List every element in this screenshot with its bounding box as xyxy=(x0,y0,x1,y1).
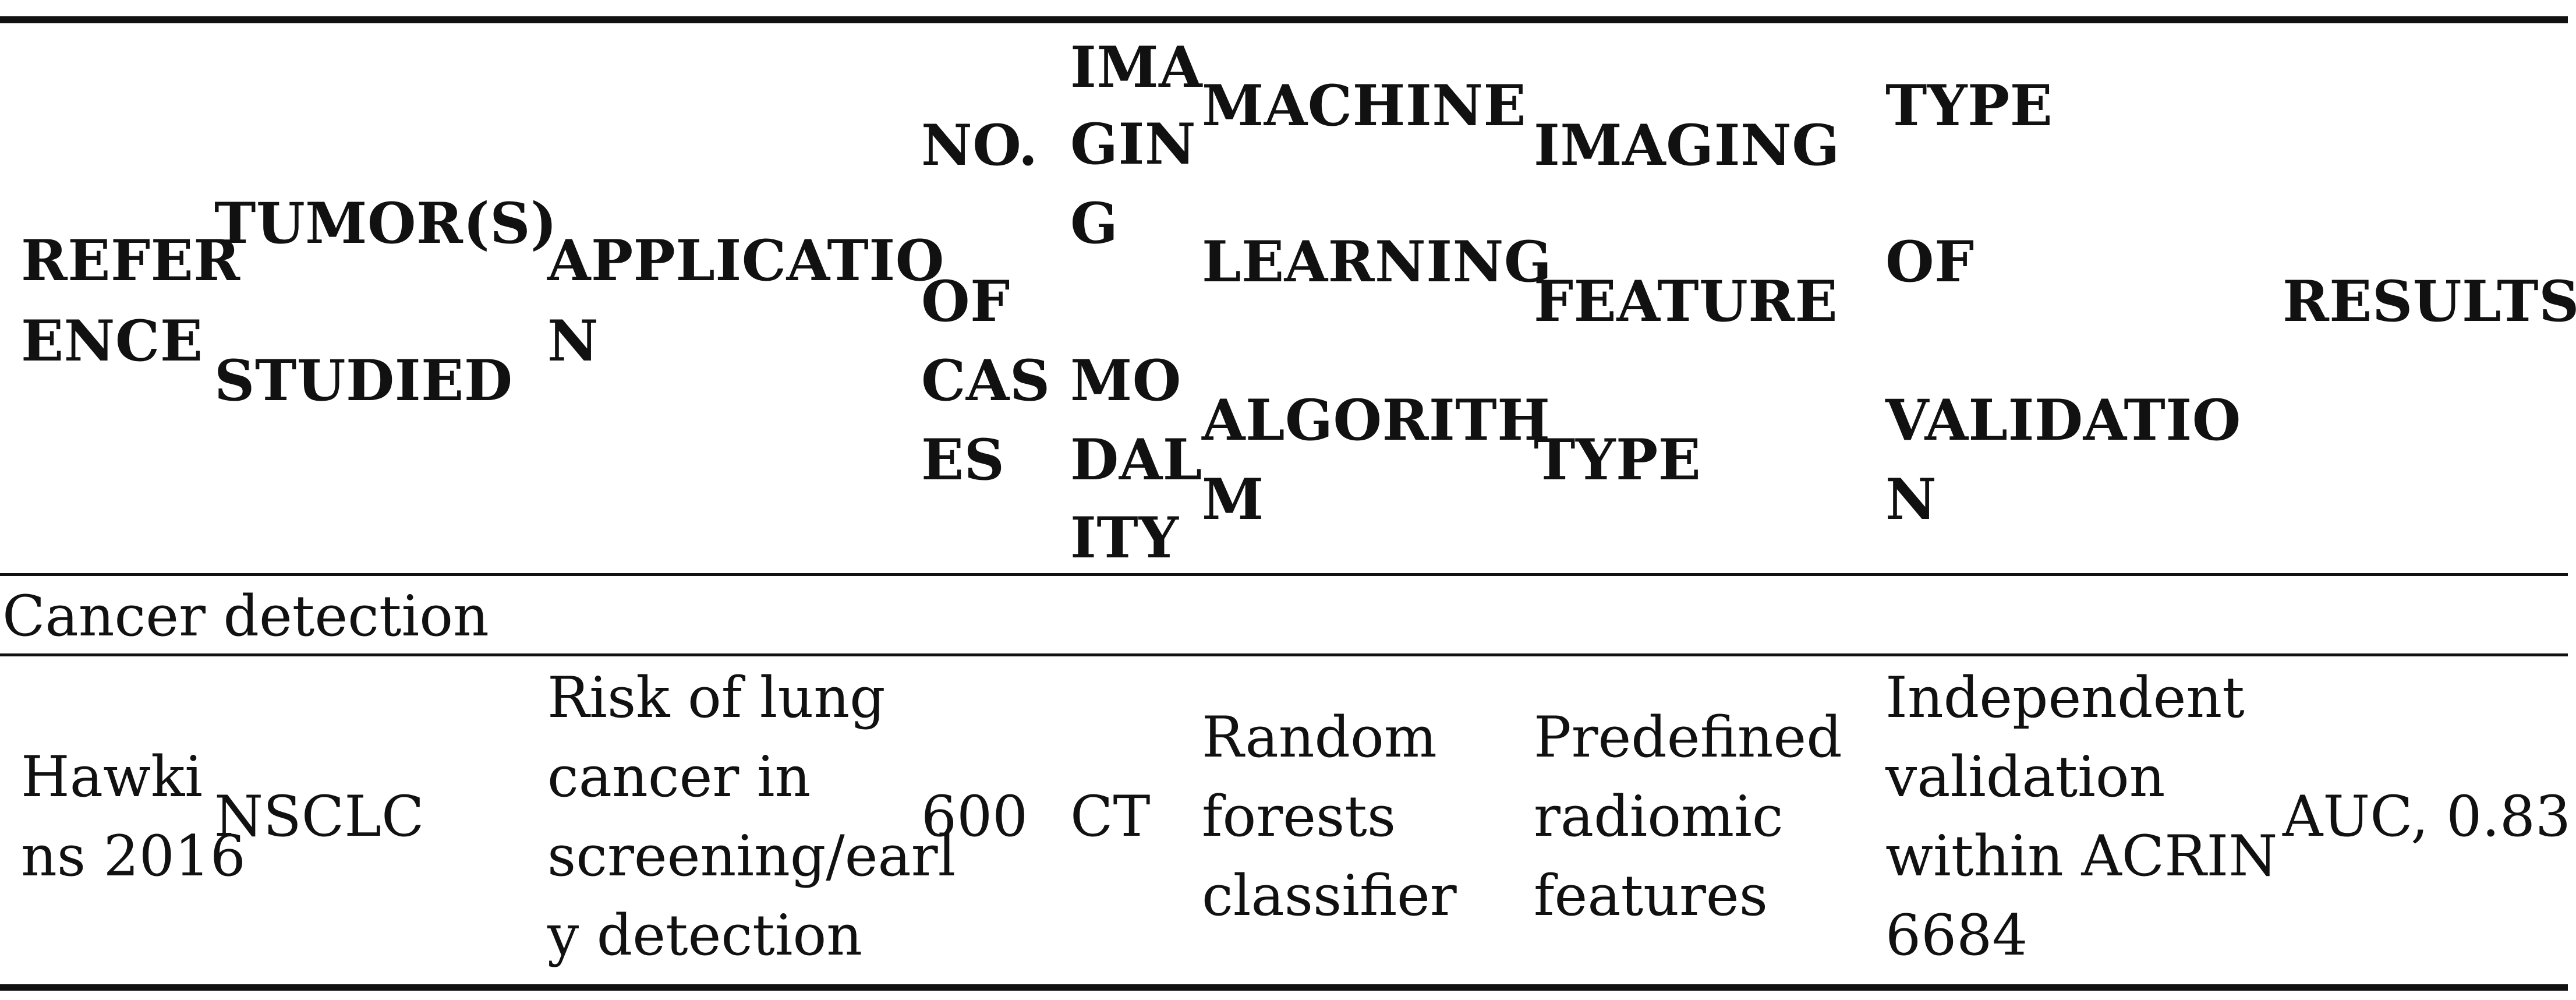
header-cases-line: NO. xyxy=(921,112,1038,178)
cell-line: features xyxy=(1534,863,1768,928)
header-modality-line: IMA xyxy=(1070,34,1203,100)
header-algorithm-line: ALGORITH xyxy=(1202,387,1551,453)
cell-line: within ACRIN xyxy=(1885,824,2278,889)
section-bottom-rule xyxy=(0,653,2568,656)
header-modality-line: GIN xyxy=(1070,111,1197,177)
header-application-line: APPLICATIO xyxy=(547,228,944,294)
header-algorithm-line: MACHINE xyxy=(1202,73,1527,139)
header-cases-line: OF xyxy=(921,268,1010,334)
header-tumors-line: TUMOR(S) xyxy=(214,190,557,256)
header-modality-line: G xyxy=(1070,190,1119,256)
header-reference-line: ENCE xyxy=(21,308,203,374)
cell-line: 6684 xyxy=(1885,903,2028,968)
header-reference-line: REFER xyxy=(21,228,240,294)
header-validation-line: TYPE xyxy=(1885,73,2053,139)
cell-line: forests xyxy=(1202,784,1396,849)
cell-line: radiomic xyxy=(1534,784,1784,849)
header-modality-line: ITY xyxy=(1070,505,1179,571)
cell-line: Random xyxy=(1202,705,1437,770)
header-validation-line: VALIDATIO xyxy=(1885,387,2241,453)
header-modality-line: DAL xyxy=(1070,427,1202,493)
cell-line: Independent xyxy=(1885,665,2245,730)
header-validation-line: OF xyxy=(1885,229,1975,295)
cell-line: AUC, 0.83 xyxy=(2283,784,2571,849)
header-modality-line: MO xyxy=(1070,348,1181,414)
cell-line: 600 xyxy=(921,784,1028,849)
header-feature-line: IMAGING xyxy=(1534,112,1840,178)
cell-line: CT xyxy=(1070,784,1151,849)
cell-line: ns 2016 xyxy=(21,824,246,889)
cell-line: Predefined xyxy=(1534,705,1842,770)
header-results-line: RESULTS xyxy=(2283,268,2576,334)
header-algorithm-line: LEARNING xyxy=(1202,229,1552,295)
section-label: Cancer detection xyxy=(2,584,489,649)
table-top-rule xyxy=(0,16,2568,23)
cell-line: cancer in xyxy=(547,744,811,810)
cell-line: Risk of lung xyxy=(547,665,886,730)
cell-line: classifier xyxy=(1202,863,1457,928)
header-feature-line: FEATURE xyxy=(1534,268,1838,334)
header-cases-line: CAS xyxy=(921,348,1050,414)
cell-line: Hawki xyxy=(21,744,203,810)
cell-line: NSCLC xyxy=(214,784,424,849)
cell-line: validation xyxy=(1885,744,2165,810)
table-bottom-rule xyxy=(0,984,2568,991)
header-tumors-line: STUDIED xyxy=(214,348,513,414)
header-feature-line: TYPE xyxy=(1534,427,1701,493)
header-bottom-rule xyxy=(0,573,2568,576)
cell-line: y detection xyxy=(547,903,863,968)
header-validation-line: N xyxy=(1885,467,1937,532)
header-application-line: N xyxy=(547,308,599,374)
header-algorithm-line: M xyxy=(1202,467,1264,532)
header-cases-line: ES xyxy=(921,427,1005,493)
cell-line: screening/earl xyxy=(547,824,956,889)
